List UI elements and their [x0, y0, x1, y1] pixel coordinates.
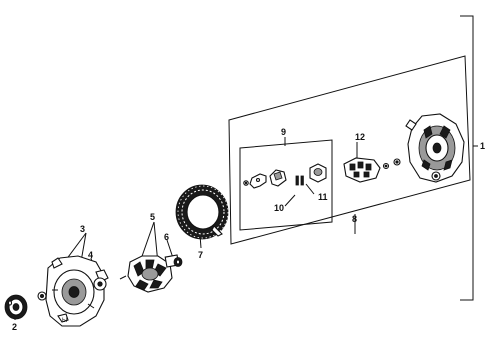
callout-7: 7	[198, 250, 203, 260]
regulator-sub-panel	[239, 139, 333, 231]
assembly-bracket	[460, 15, 478, 301]
regulator-components	[243, 163, 327, 189]
rotor	[119, 254, 183, 293]
callout-6: 6	[164, 232, 169, 242]
callout-2: 2	[12, 322, 17, 332]
callout-1: 1	[480, 141, 485, 151]
callout-12: 12	[355, 132, 365, 142]
pulley	[4, 294, 28, 320]
front-housing: Ы	[37, 255, 109, 327]
callout-11: 11	[318, 192, 328, 202]
rear-housing	[405, 113, 465, 183]
callout-5: 5	[150, 212, 155, 222]
alternator-sub-assembly-panel	[228, 55, 471, 245]
svg-text:Ы: Ы	[62, 318, 67, 324]
callout-4: 4	[88, 250, 93, 260]
callout-3: 3	[80, 224, 85, 234]
stator	[175, 184, 229, 240]
rectifier	[343, 157, 401, 183]
callout-8: 8	[352, 214, 357, 224]
callout-9: 9	[281, 127, 286, 137]
callout-10: 10	[274, 203, 284, 213]
